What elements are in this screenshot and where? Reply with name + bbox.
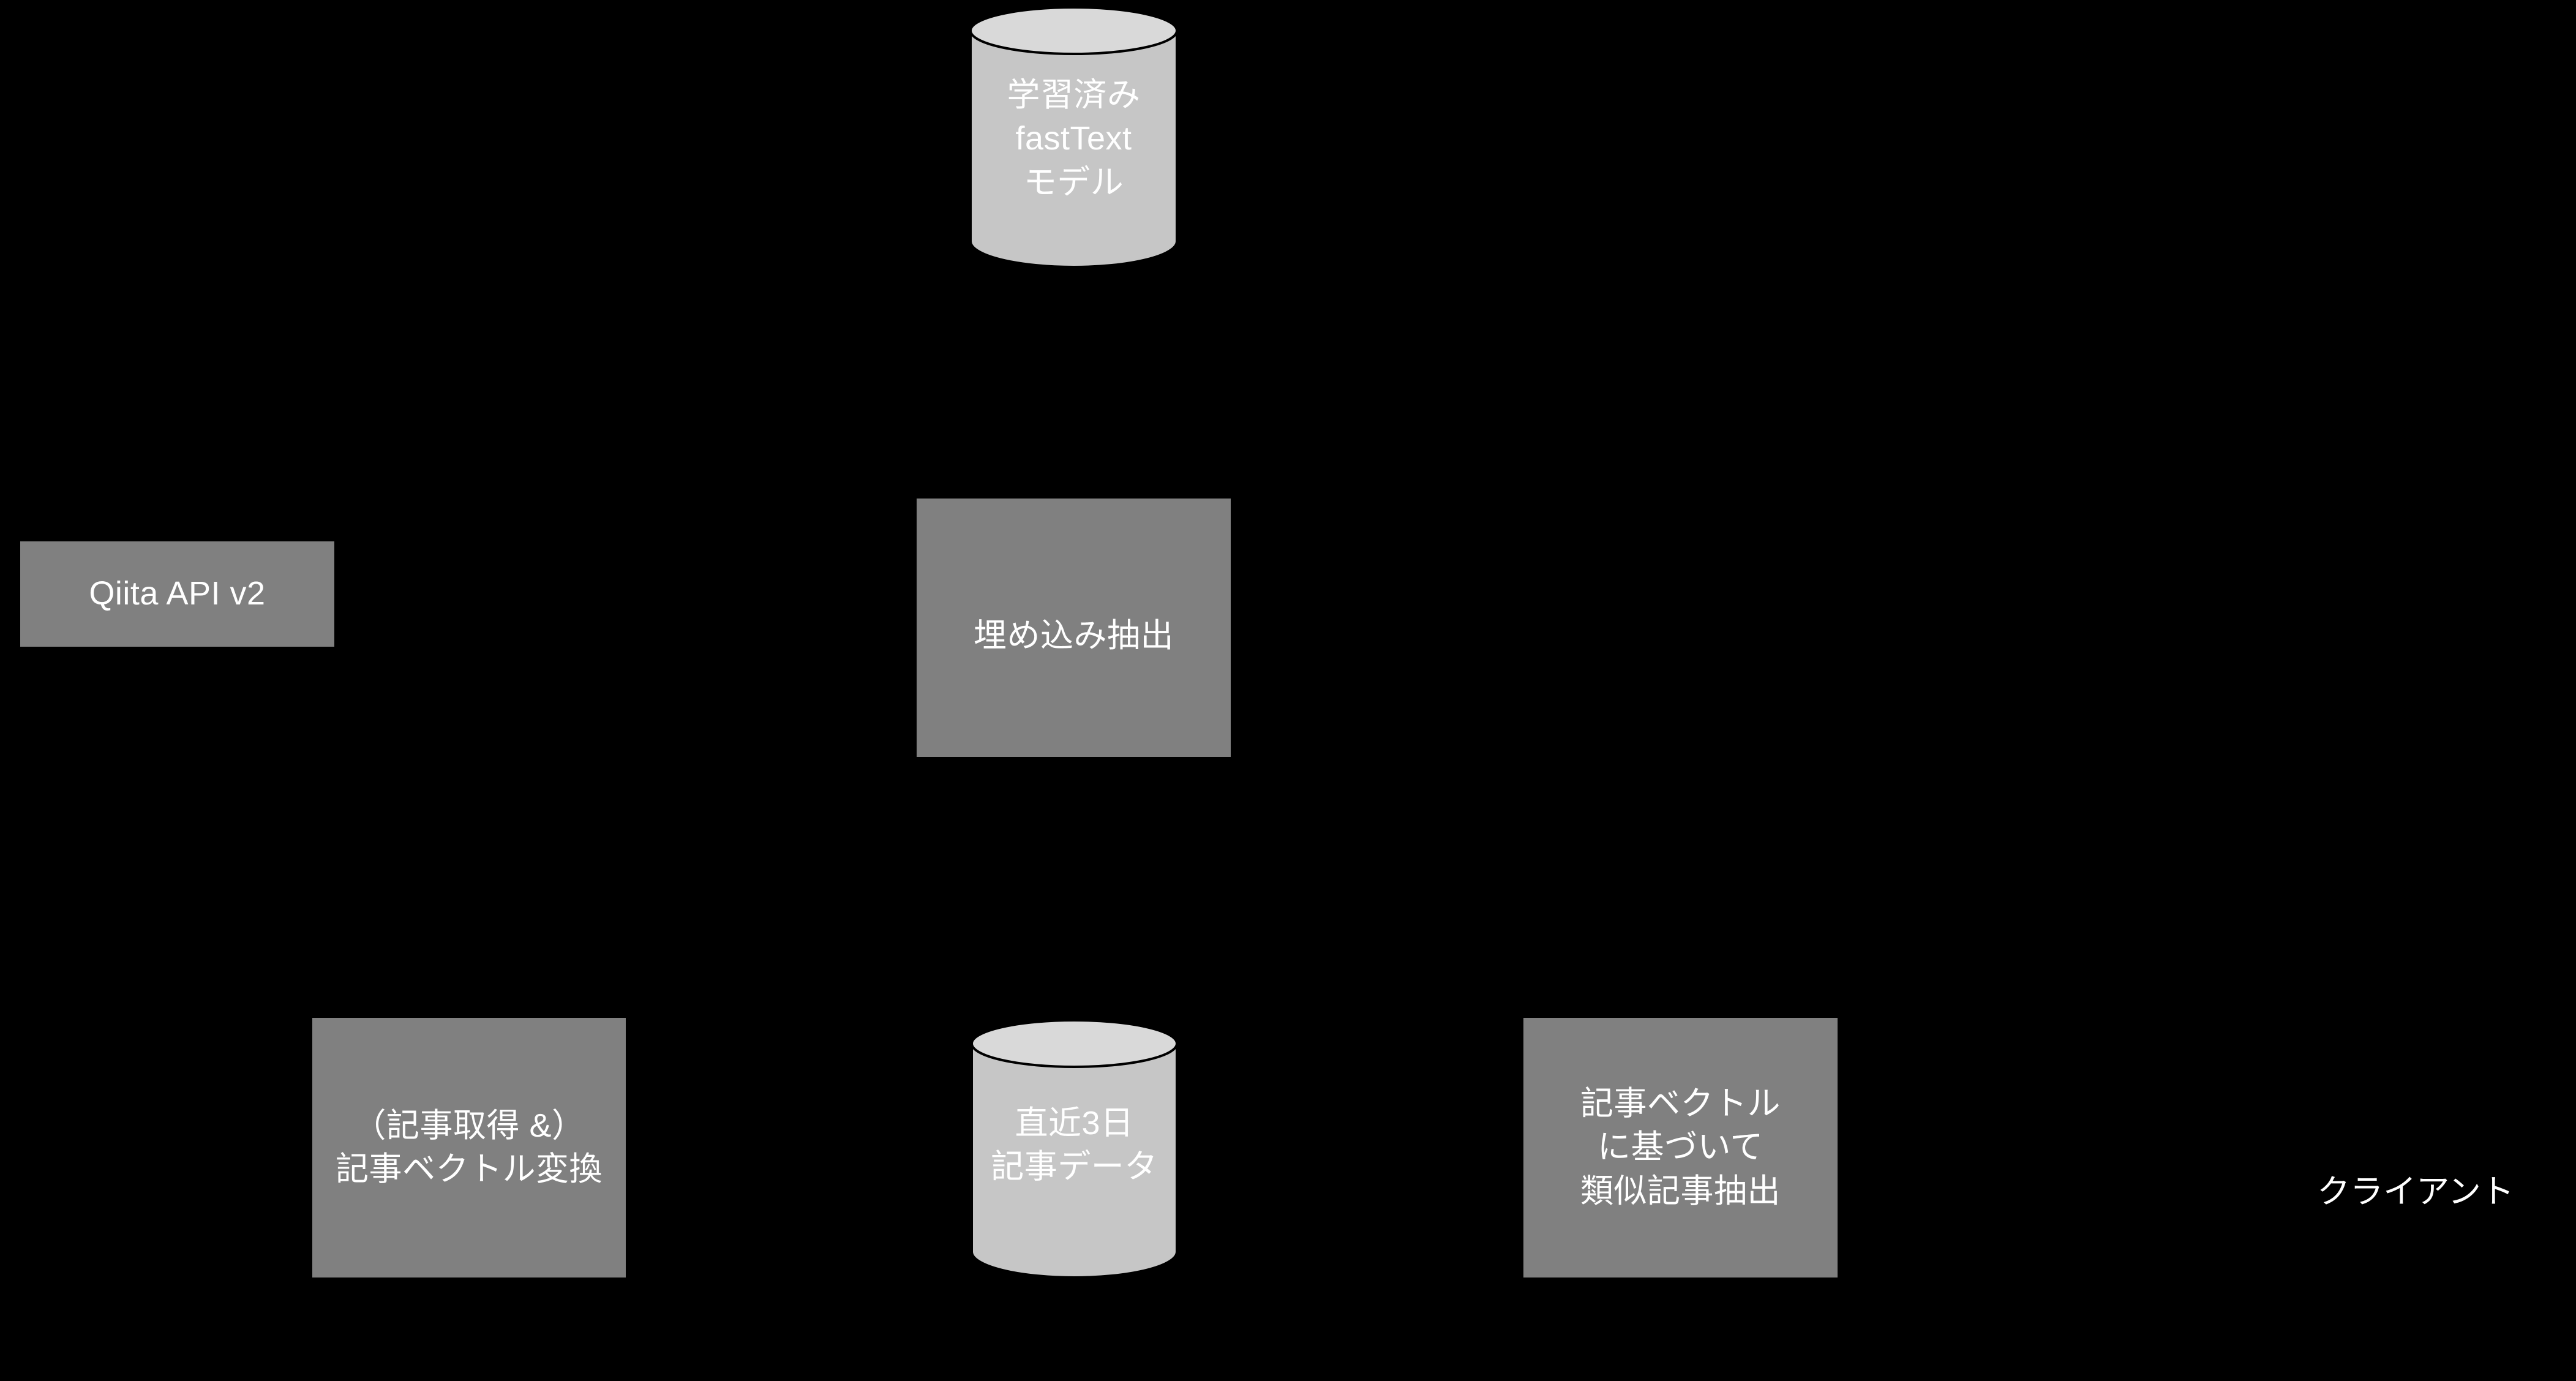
datastore-fasttext-model[interactable]: 学習済み fastText モデル — [969, 5, 1178, 267]
datastore-fasttext-model-label: 学習済み fastText モデル — [1007, 77, 1141, 201]
process-qiita-api[interactable]: Qiita API v2 — [20, 541, 334, 647]
actor-client: クライアント — [2266, 1127, 2566, 1214]
cylinder-shape-icon — [971, 1019, 1178, 1278]
process-embedding-extraction[interactable]: 埋め込み抽出 — [917, 499, 1231, 757]
process-article-vectorize-label: （記事取得 &） 記事ベクトル変換 — [336, 1107, 603, 1187]
datastore-recent-articles[interactable]: 直近3日 記事データ — [971, 1018, 1178, 1278]
process-embedding-extraction-label: 埋め込み抽出 — [974, 617, 1174, 655]
process-qiita-api-label: Qiita API v2 — [89, 575, 266, 612]
process-similar-article-extraction-label: 記事ベクトル に基づいて 類似記事抽出 — [1580, 1085, 1781, 1210]
process-similar-article-extraction[interactable]: 記事ベクトル に基づいて 類似記事抽出 — [1523, 1018, 1838, 1278]
process-article-vectorize[interactable]: （記事取得 &） 記事ベクトル変換 — [312, 1018, 626, 1278]
datastore-recent-articles-label: 直近3日 記事データ — [991, 1105, 1158, 1186]
cylinder-shape-icon — [969, 6, 1178, 267]
actor-client-label: クライアント — [2317, 1173, 2514, 1211]
